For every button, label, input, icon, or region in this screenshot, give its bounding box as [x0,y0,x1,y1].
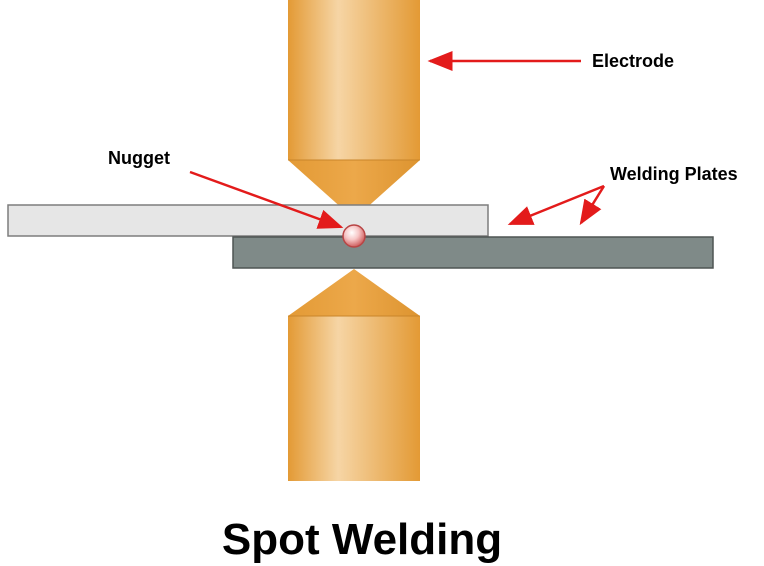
upper-electrode [288,0,420,219]
nugget-label: Nugget [108,148,170,168]
upper-electrode-tip [288,160,420,219]
lower-electrode-tip [288,269,420,316]
electrode-label: Electrode [592,51,674,71]
welding-plate-arrow-lower [579,185,606,226]
annotation-arrows [189,51,606,229]
lower-electrode [288,269,420,481]
welding-plates-label: Welding Plates [610,164,738,184]
upper-electrode-body [288,0,420,160]
nugget-arrow [189,170,344,229]
lower-plate [232,236,714,269]
welding-plate-arrow-upper [507,184,605,226]
welding-plates [7,204,714,269]
lower-electrode-body [288,316,420,481]
diagram-title: Spot Welding [222,515,502,564]
nugget [342,224,366,248]
upper-plate [7,204,489,237]
